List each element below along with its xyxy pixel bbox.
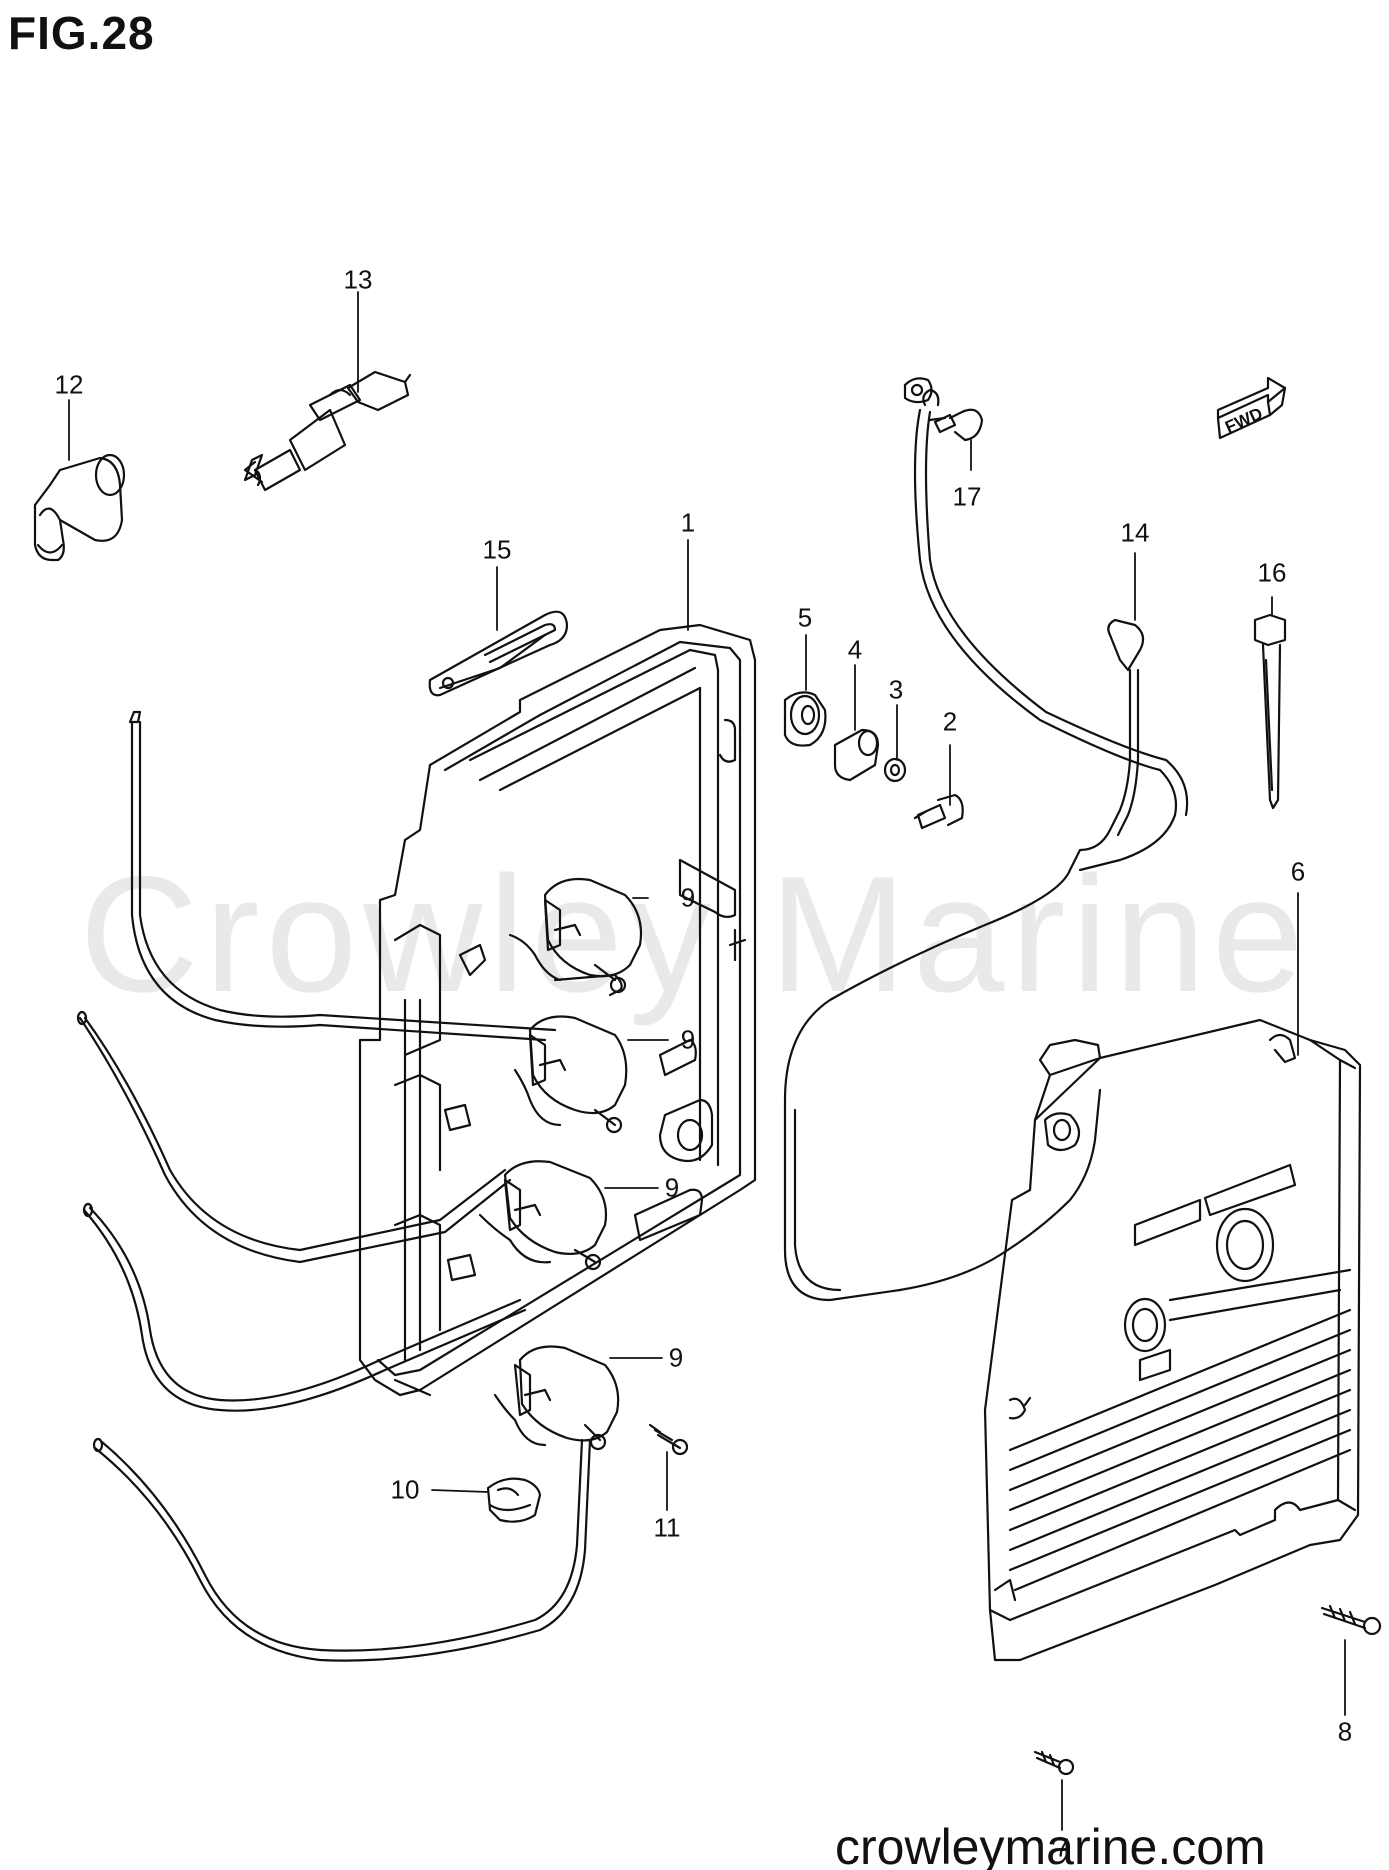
bolt-part-17 xyxy=(928,408,984,442)
callout-3: 3 xyxy=(888,674,904,705)
ground-lead-part xyxy=(783,377,1189,1302)
screw-part-7 xyxy=(1033,1750,1075,1776)
callout-9-second: 9 xyxy=(680,1024,696,1055)
callout-12: 12 xyxy=(54,369,84,400)
wire-leads xyxy=(76,710,592,1662)
coil-part-b xyxy=(513,1015,628,1134)
screw-part-11 xyxy=(648,1423,689,1456)
callout-4: 4 xyxy=(847,634,863,665)
callout-10: 10 xyxy=(390,1474,420,1505)
callout-6: 6 xyxy=(1290,856,1306,887)
figure-title: FIG.28 xyxy=(8,7,155,59)
callout-8: 8 xyxy=(1337,1716,1353,1747)
bushing-part-5 xyxy=(783,691,827,747)
fwd-arrow-icon xyxy=(1216,376,1287,440)
leader-lines xyxy=(68,291,1346,1831)
plug-cap-part xyxy=(33,453,126,562)
collar-part-4 xyxy=(833,728,880,782)
fwd-label: FWD xyxy=(1222,404,1265,437)
callout-13: 13 xyxy=(343,264,373,295)
callout-16: 16 xyxy=(1257,557,1287,588)
callout-9-third: 9 xyxy=(664,1172,680,1203)
callout-1: 1 xyxy=(680,507,696,538)
callout-5: 5 xyxy=(797,602,813,633)
bolt-part-2 xyxy=(913,793,964,830)
callout-9-upper: 9 xyxy=(680,882,696,913)
screw-part-8 xyxy=(1320,1604,1382,1636)
grommet-part xyxy=(486,1477,542,1523)
callout-2: 2 xyxy=(942,706,958,737)
clamp-part xyxy=(428,610,569,697)
spark-plug-part xyxy=(243,370,412,492)
frame-part xyxy=(358,623,757,1397)
callout-15: 15 xyxy=(482,534,512,565)
callout-7: 7 xyxy=(1054,1832,1070,1863)
coil-part-c xyxy=(478,1160,608,1271)
website-footer: crowleymarine.com xyxy=(835,1819,1266,1870)
coil-part-a xyxy=(508,877,643,997)
callout-17: 17 xyxy=(952,481,982,512)
cable-tie-part xyxy=(1253,613,1287,810)
callout-11: 11 xyxy=(653,1512,681,1543)
watermark: Crowley Marine xyxy=(79,842,1310,1026)
callout-9-lower: 9 xyxy=(668,1342,684,1373)
callout-14: 14 xyxy=(1120,517,1150,548)
cover-part xyxy=(983,1018,1362,1662)
washer-part-3 xyxy=(883,757,907,783)
